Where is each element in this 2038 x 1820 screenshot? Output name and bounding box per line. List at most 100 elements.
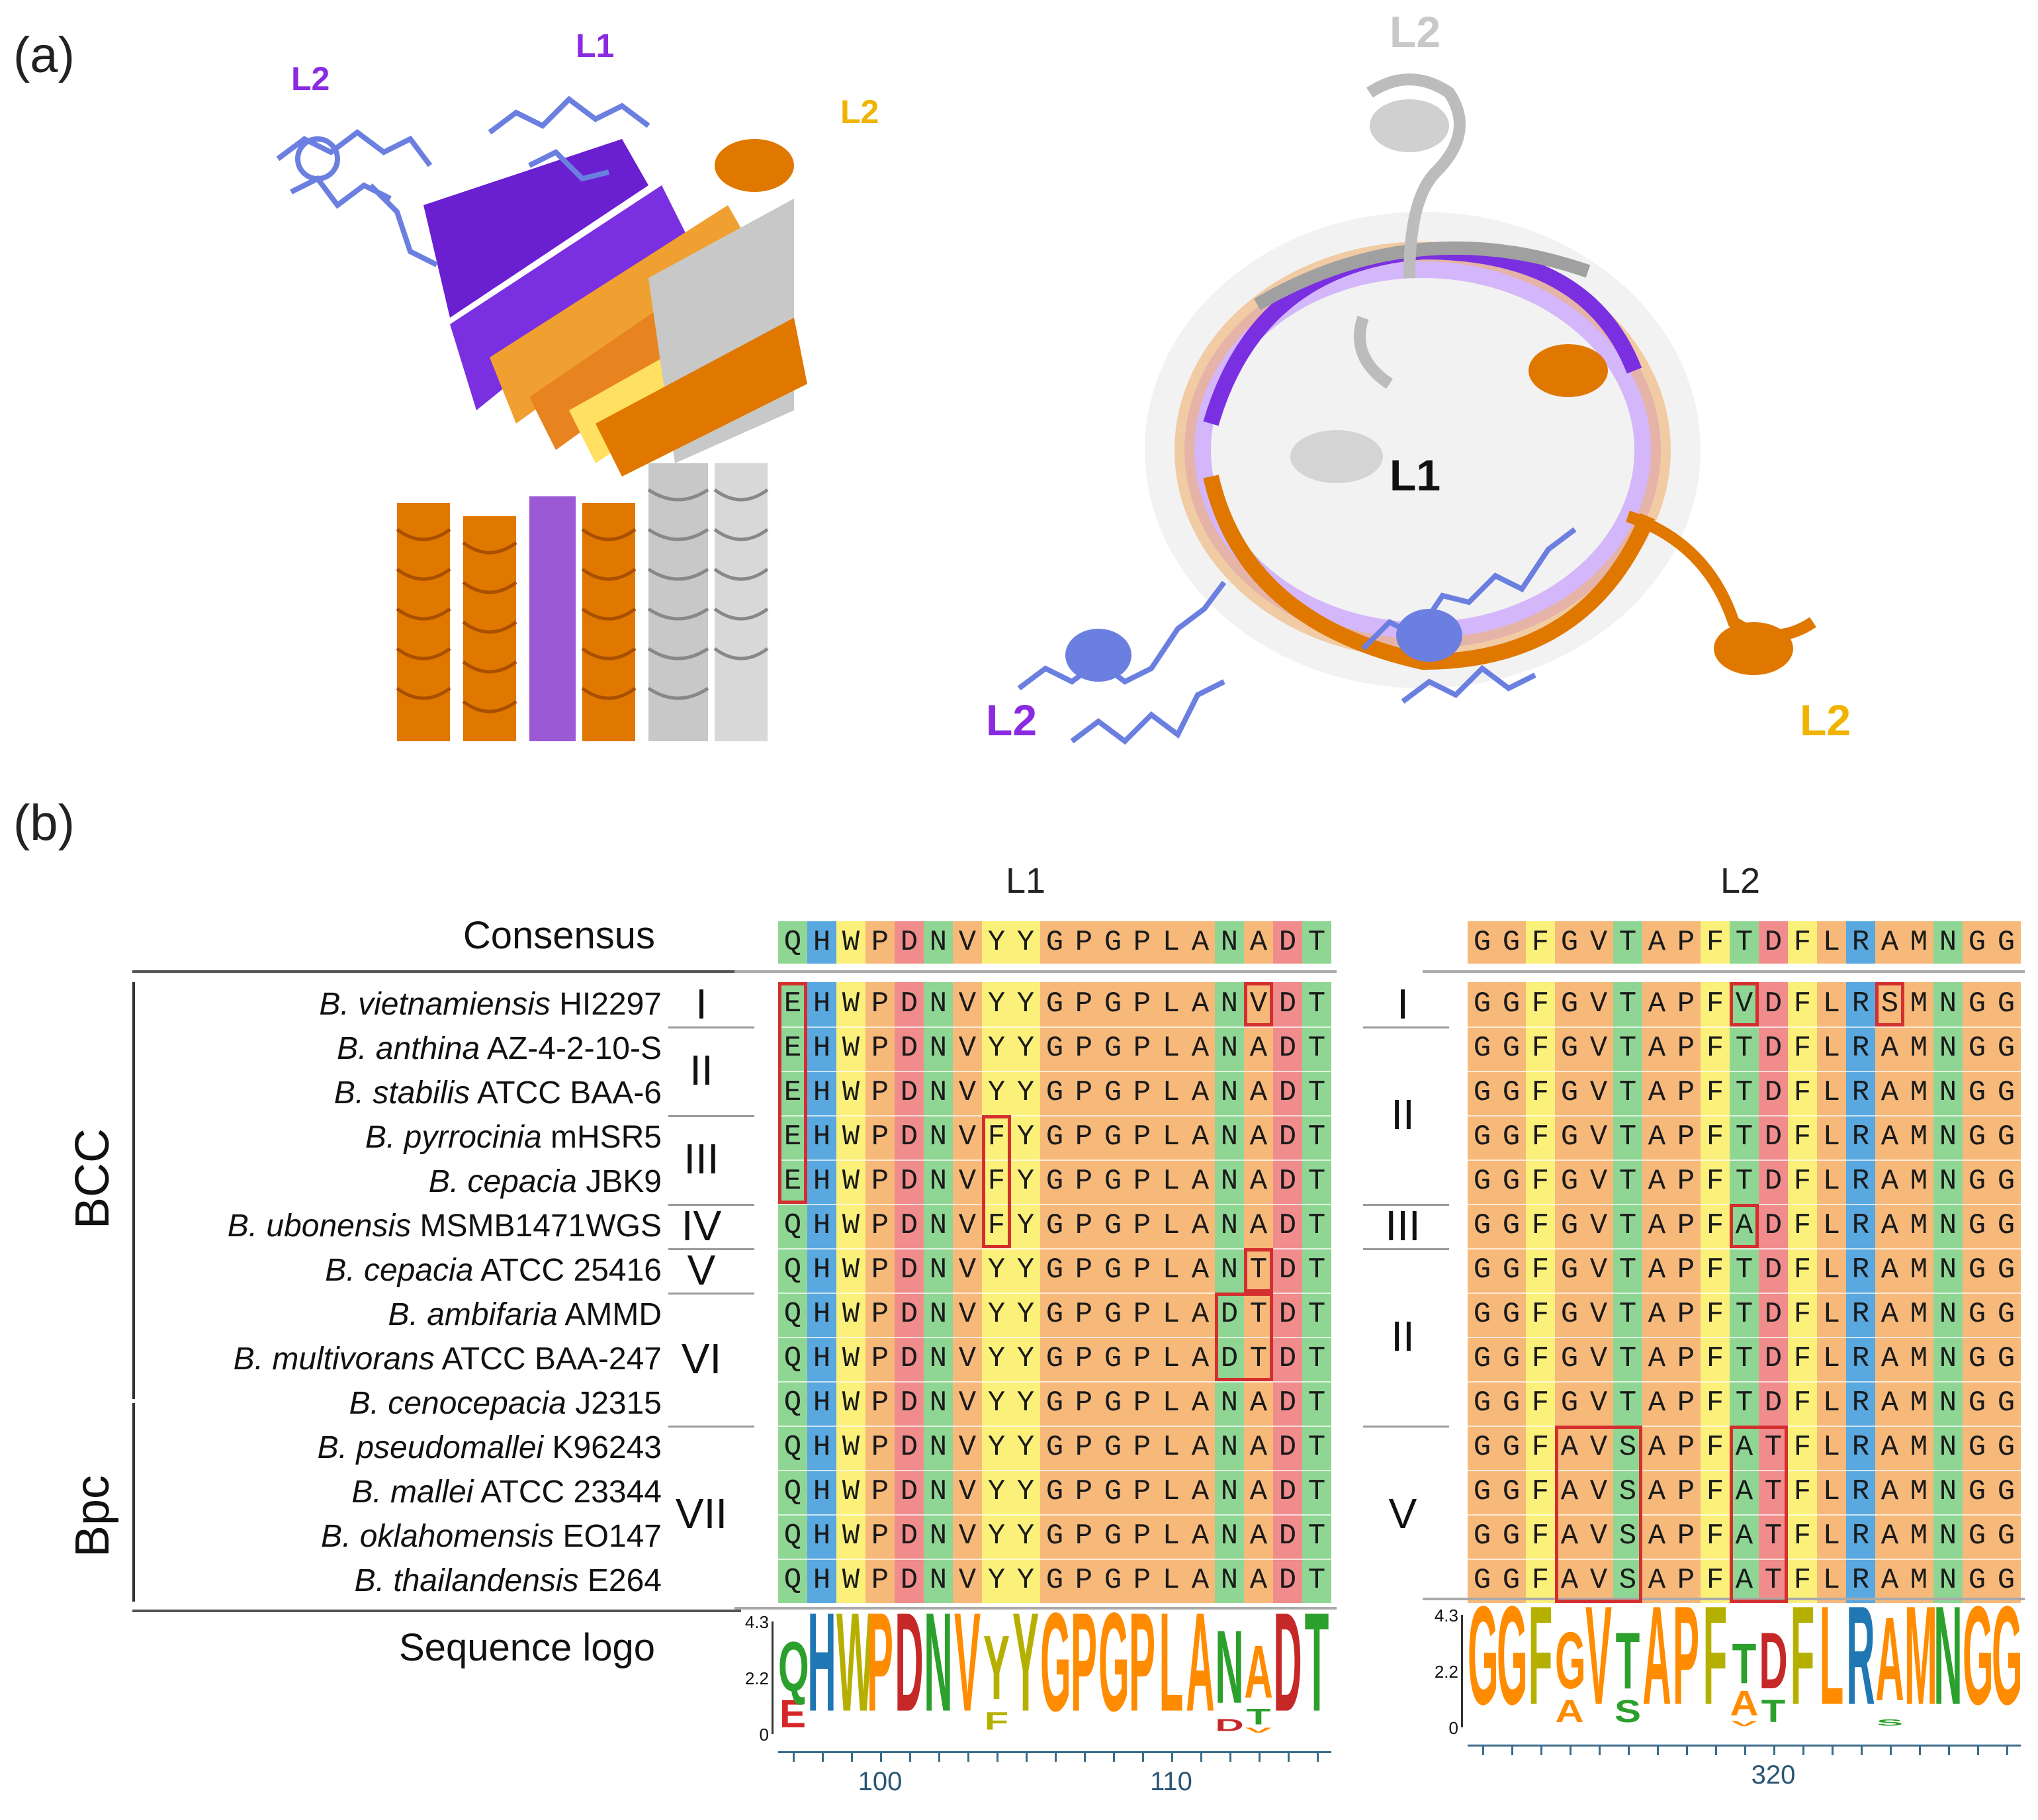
residue-cell: N bbox=[924, 1514, 953, 1560]
species-genus: B. oklahomensis bbox=[321, 1519, 554, 1554]
residue-cell: P bbox=[865, 1071, 895, 1116]
residue-cell: Y bbox=[1011, 1293, 1040, 1338]
residue-cell: G bbox=[1468, 1426, 1497, 1471]
residue-cell: A bbox=[1730, 1470, 1759, 1516]
residue-cell: A bbox=[1186, 1559, 1215, 1604]
residue-cell: Y bbox=[1011, 982, 1040, 1028]
logo-letter: V bbox=[1245, 1725, 1272, 1735]
residue-cell: G bbox=[1098, 1204, 1128, 1250]
residue-cell: P bbox=[865, 1160, 895, 1205]
species-row: B. ambifaria AMMD bbox=[66, 1293, 662, 1338]
residue-cell: G bbox=[1040, 1160, 1069, 1205]
residue-cell: D bbox=[895, 1071, 924, 1116]
residue-cell: W bbox=[836, 1426, 865, 1471]
residue-cell: D bbox=[1215, 1293, 1244, 1338]
residue-cell: R bbox=[1846, 1293, 1875, 1338]
logo-x-tick bbox=[1570, 1745, 1572, 1755]
residue-cell: Y bbox=[1011, 1026, 1040, 1072]
residue-cell: P bbox=[1069, 1115, 1098, 1161]
residue-cell: Y bbox=[982, 1337, 1011, 1383]
residue-cell: L bbox=[1817, 1160, 1846, 1205]
l1-group-label: IV bbox=[681, 1201, 722, 1250]
logo-letter: A bbox=[1244, 1629, 1273, 1714]
logo-letter: E bbox=[779, 1692, 807, 1736]
residue-cell: G bbox=[1468, 1115, 1497, 1161]
consensus-label: Consensus bbox=[463, 914, 655, 957]
residue-cell: W bbox=[836, 1248, 865, 1294]
logo-x-tick bbox=[1686, 1745, 1688, 1755]
variant-highlight-box bbox=[1244, 1248, 1273, 1293]
residue-cell: R bbox=[1846, 1026, 1875, 1072]
residue-cell: F bbox=[1788, 1293, 1817, 1338]
logo-x-tick bbox=[1890, 1745, 1892, 1755]
logo-letter: F bbox=[1703, 1577, 1728, 1735]
logo-x-tick bbox=[997, 1751, 998, 1762]
residue-cell: F bbox=[1788, 1514, 1817, 1560]
residue-cell: G bbox=[1555, 1026, 1584, 1072]
logo-letter: A bbox=[1555, 1693, 1584, 1729]
l1-group-label: I bbox=[695, 979, 707, 1028]
logo-letter: D bbox=[1759, 1615, 1788, 1706]
residue-cell: R bbox=[1846, 1470, 1875, 1516]
residue-cell: P bbox=[1069, 1293, 1098, 1338]
logo-x-tick bbox=[1948, 1745, 1950, 1755]
residue-cell: D bbox=[895, 982, 924, 1028]
residue-cell: P bbox=[865, 1470, 895, 1516]
species-genus: B. pyrrocinia bbox=[365, 1120, 542, 1155]
alignment-column-bg bbox=[836, 921, 865, 964]
species-genus: B. cepacia bbox=[325, 1253, 474, 1288]
residue-cell: G bbox=[1992, 1293, 2021, 1338]
bcc-bracket bbox=[132, 982, 135, 1399]
protein-side-view bbox=[251, 40, 847, 741]
residue-cell: F bbox=[1526, 1381, 1555, 1427]
residue-cell: V bbox=[1584, 1426, 1613, 1471]
residue-cell: G bbox=[1098, 1514, 1128, 1560]
residue-cell: G bbox=[1497, 1115, 1526, 1161]
top-l1-label: L1 bbox=[1390, 451, 1441, 500]
logo-letter: V bbox=[1730, 1719, 1758, 1728]
consensus-residue: L bbox=[1822, 926, 1841, 959]
logo-x-tick bbox=[1084, 1751, 1086, 1762]
species-strain: J2315 bbox=[566, 1386, 662, 1421]
residue-cell: N bbox=[924, 1071, 953, 1116]
residue-cell: F bbox=[1788, 1381, 1817, 1427]
residue-cell: V bbox=[1584, 1204, 1613, 1250]
variant-highlight-box bbox=[1875, 982, 1904, 1026]
residue-cell: T bbox=[1730, 1248, 1759, 1294]
residue-cell: G bbox=[1992, 982, 2021, 1028]
residue-cell: P bbox=[865, 1514, 895, 1560]
residue-cell: D bbox=[1273, 1514, 1302, 1560]
residue-cell: D bbox=[895, 1160, 924, 1205]
residue-cell: A bbox=[1642, 1160, 1671, 1205]
residue-cell: R bbox=[1846, 1248, 1875, 1294]
species-strain: EO147 bbox=[554, 1519, 662, 1554]
residue-cell: E bbox=[778, 1115, 807, 1161]
residue-cell: G bbox=[1992, 1160, 2021, 1205]
logo-x-tick bbox=[1861, 1745, 1863, 1755]
residue-cell: D bbox=[1759, 1204, 1788, 1250]
residue-cell: H bbox=[807, 1160, 836, 1205]
residue-cell: P bbox=[1128, 1248, 1157, 1294]
residue-cell: N bbox=[1933, 1337, 1963, 1383]
consensus-residue: G bbox=[1502, 926, 1521, 959]
residue-cell: P bbox=[1671, 1559, 1701, 1604]
residue-cell: Y bbox=[1011, 1559, 1040, 1604]
residue-cell: N bbox=[1933, 1204, 1963, 1250]
logo-letter: M bbox=[1904, 1577, 1937, 1735]
residue-cell: G bbox=[1992, 1071, 2021, 1116]
residue-cell: V bbox=[953, 1381, 982, 1427]
logo-x-tick bbox=[1171, 1751, 1173, 1762]
species-strain: ATCC BAA-6 bbox=[470, 1075, 662, 1111]
residue-cell: F bbox=[1788, 1470, 1817, 1516]
residue-cell: T bbox=[1302, 1248, 1331, 1294]
residue-cell: D bbox=[1759, 982, 1788, 1028]
residue-cell: D bbox=[1759, 1337, 1788, 1383]
residue-cell: V bbox=[1584, 1559, 1613, 1604]
residue-cell: A bbox=[1875, 1514, 1904, 1560]
residue-cell: M bbox=[1904, 982, 1933, 1028]
residue-cell: G bbox=[1992, 1381, 2021, 1427]
residue-cell: L bbox=[1817, 1381, 1846, 1427]
residue-cell: F bbox=[1701, 1204, 1730, 1250]
logo-letter: L bbox=[1819, 1577, 1844, 1735]
residue-cell: T bbox=[1613, 1381, 1642, 1427]
